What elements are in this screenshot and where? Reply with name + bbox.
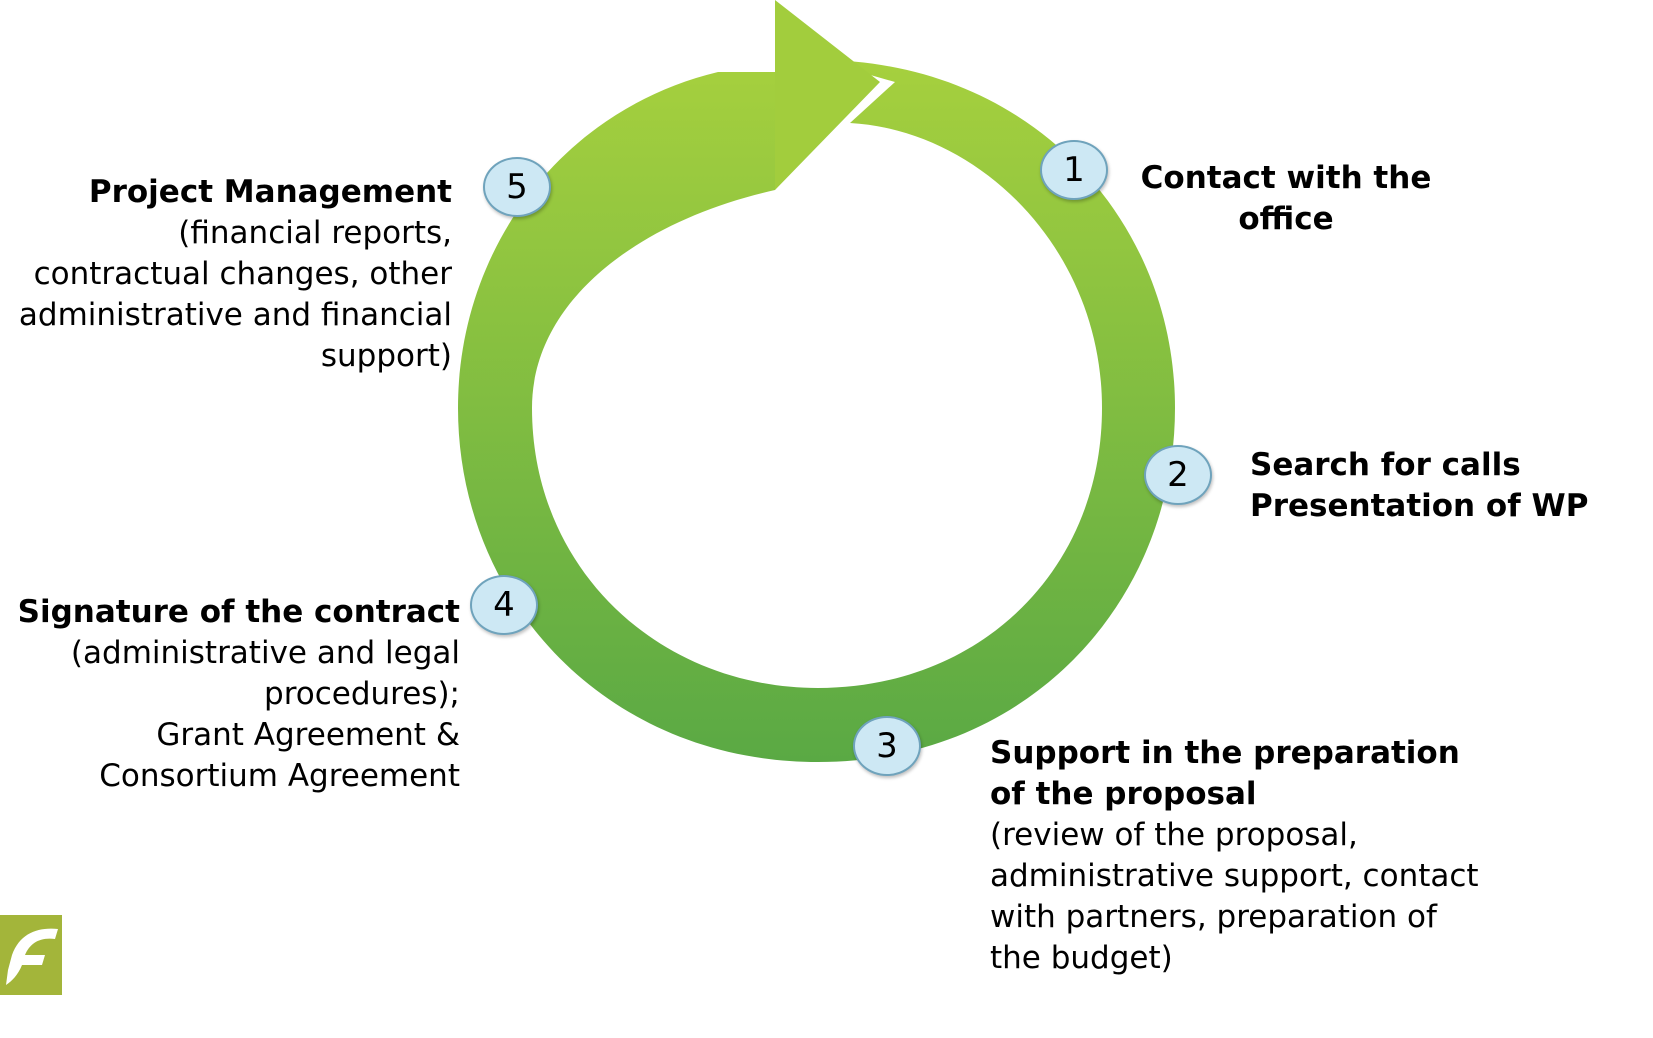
step-2-title-line: Search for calls [1250,447,1521,483]
step-4-detail-line: Grant Agreement & [156,717,460,753]
step-5-label: Project Management (financial reports, c… [0,172,452,377]
step-5-detail-line: support) [320,338,452,374]
cycle-arrowhead [775,0,880,190]
step-5-badge: 5 [483,157,551,217]
step-5-title-line: Project Management [88,174,452,210]
step-3-badge: 3 [853,716,921,776]
step-5-detail-line: (financial reports, [178,215,452,251]
step-5-detail-line: administrative and financial [18,297,452,333]
step-3-detail-line: administrative support, contact [990,858,1479,894]
step-1-label: Contact with the office [1128,158,1444,240]
step-5-detail-line: contractual changes, other [33,256,452,292]
step-3-label: Support in the preparation of the propos… [990,733,1479,979]
step-3-detail-line: (review of the proposal, [990,817,1358,853]
step-4-detail-line: procedures); [264,676,460,712]
step-2-label: Search for calls Presentation of WP [1250,445,1588,527]
logo-icon [0,915,62,995]
step-3-detail-line: with partners, preparation of [990,899,1437,935]
step-3-title-line: Support in the preparation [990,735,1460,771]
step-4-badge: 4 [470,575,538,635]
step-4-title-line: Signature of the contract [17,594,460,630]
step-4-detail-line: (administrative and legal [70,635,460,671]
logo-mark [6,928,58,985]
step-1-badge: 1 [1040,140,1108,200]
step-4-detail-line: Consortium Agreement [99,758,460,794]
step-1-title-line: Contact with the [1140,160,1432,196]
step-1-title-line: office [1238,201,1334,237]
step-2-title-line: Presentation of WP [1250,488,1589,524]
step-4-label: Signature of the contract (administrativ… [0,592,460,797]
cycle-ring [458,60,1175,762]
step-2-badge: 2 [1144,445,1212,505]
step-3-detail-line: the budget) [990,940,1173,976]
step-3-title-line: of the proposal [990,776,1257,812]
